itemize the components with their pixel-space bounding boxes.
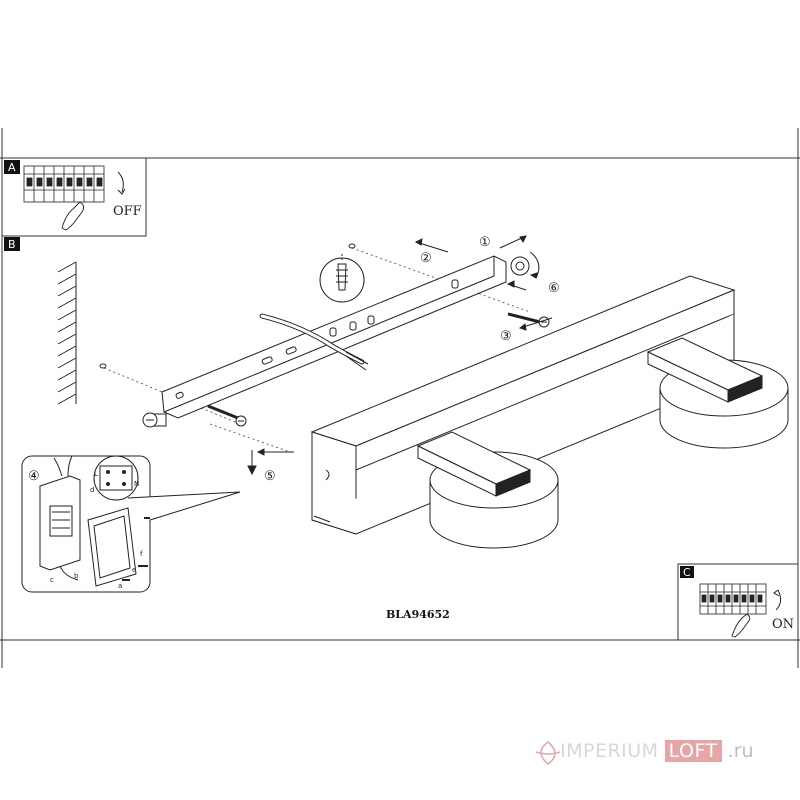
drill-hole-top [348, 243, 356, 249]
switch-up-arrow-icon [775, 589, 782, 611]
hand-icon-c [731, 613, 751, 638]
watermark: IMPERIUM LOFT .ru [528, 736, 754, 766]
drill-guide-lines [103, 247, 531, 453]
watermark-part-1: IMPERIUM [560, 740, 659, 762]
watermark-part-3: .ru [727, 740, 754, 762]
wire-letter-a: a [118, 582, 122, 590]
step-2-label: ② [420, 251, 432, 266]
wire-letter-c: c [50, 576, 54, 584]
switch-down-arrow-icon [117, 171, 124, 193]
wall-plug-detail [319, 252, 365, 303]
switch-off-label: OFF [113, 204, 142, 219]
step-3-label: ③ [500, 329, 512, 344]
step-4-label: ④ [28, 469, 40, 484]
junction-box-inset: L N [21, 455, 241, 593]
panel-c-breaker-on: C ON [677, 563, 799, 641]
drill-hole-left [99, 363, 107, 369]
watermark-part-2: LOFT [664, 740, 722, 762]
panel-a-breaker-off: A OFF [1, 157, 147, 237]
lamp-head-right [646, 337, 789, 449]
action-arrows [247, 235, 553, 476]
model-code: BLA94652 [386, 608, 450, 621]
lamp-head-left [416, 431, 559, 549]
step-5-label: ⑤ [264, 469, 276, 484]
watermark-logo-icon [535, 741, 561, 765]
bracket-bolt-left [142, 412, 167, 428]
step-6-label: ⑥ [548, 281, 560, 296]
panel-b-tag-box [4, 237, 20, 251]
wall-hatch [57, 261, 77, 405]
screw-left [207, 404, 247, 427]
wire-letter-d: d [90, 486, 94, 494]
panel-b-tag: B [8, 238, 16, 251]
wire-letter-b: b [74, 572, 79, 580]
nut-right [510, 256, 530, 276]
breaker-block-a [23, 165, 105, 203]
terminal-l-label: L [94, 470, 98, 478]
step-1-label: ① [479, 235, 491, 250]
terminal-n-label: N [134, 480, 139, 488]
lamp-body [310, 275, 736, 535]
wire-letter-f: f [140, 550, 143, 558]
breaker-block-c [699, 583, 767, 615]
hand-icon [61, 201, 85, 231]
panel-a-tag: A [8, 161, 16, 174]
panel-c-tag: C [683, 566, 691, 579]
wire-letter-e: e [132, 566, 136, 574]
switch-on-label: ON [772, 617, 794, 632]
